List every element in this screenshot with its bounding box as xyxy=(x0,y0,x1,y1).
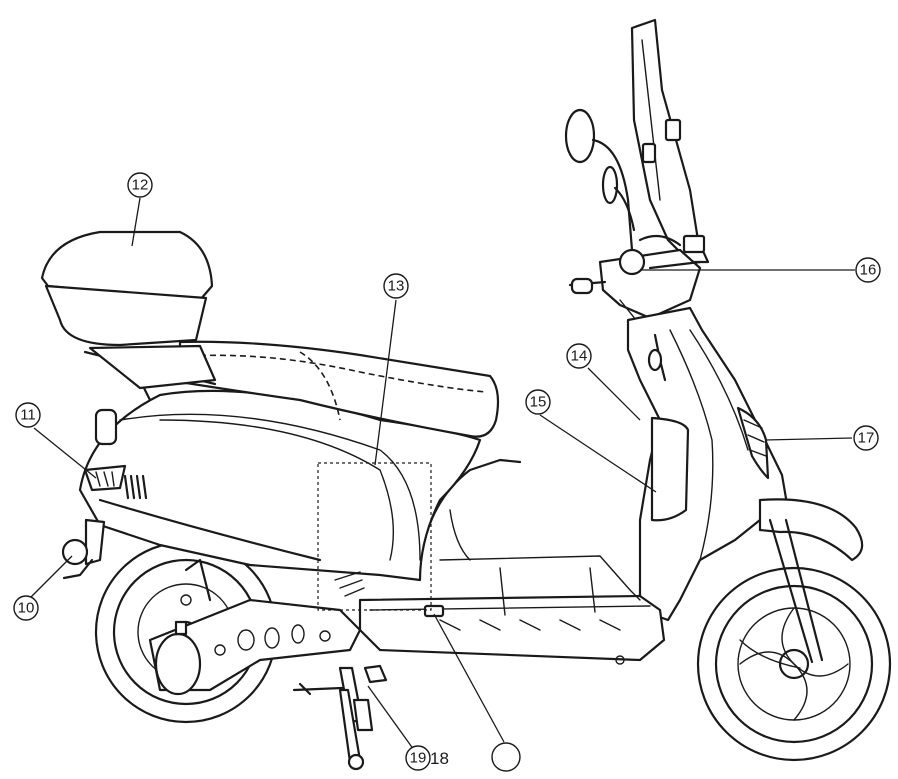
callout-12: 12 xyxy=(127,172,153,198)
front-body xyxy=(626,306,790,622)
leader-lines xyxy=(29,197,855,751)
floorboard xyxy=(358,594,666,665)
callout-15: 15 xyxy=(525,389,551,415)
callout-18-label: 18 xyxy=(430,749,449,768)
callout-13-label: 13 xyxy=(388,278,405,295)
stands xyxy=(292,664,388,771)
callout-14: 14 xyxy=(566,343,592,369)
callout-14-label: 14 xyxy=(571,348,588,365)
callout-12-label: 12 xyxy=(132,177,149,194)
callout-10: 10 xyxy=(13,595,39,621)
mirrors xyxy=(564,108,636,252)
callout-blank xyxy=(491,742,521,772)
callout-16-label: 16 xyxy=(860,262,877,279)
callout-10-label: 10 xyxy=(18,600,35,617)
hidden-area-box xyxy=(317,462,432,611)
callout-16: 16 xyxy=(855,257,881,283)
callout-13: 13 xyxy=(383,273,409,299)
callout-19-label: 19 xyxy=(410,750,427,767)
callout-11: 11 xyxy=(15,402,41,428)
top-case xyxy=(40,230,217,402)
rear-indicator xyxy=(61,518,106,580)
callout-11-label: 11 xyxy=(20,407,36,424)
windscreen xyxy=(630,18,710,264)
callout-17: 17 xyxy=(853,425,879,451)
front-wheel xyxy=(696,498,892,762)
callout-17-label: 17 xyxy=(858,430,875,447)
seat xyxy=(178,340,500,438)
callout-15-label: 15 xyxy=(530,394,547,411)
rear-reflector xyxy=(94,408,118,446)
callout-19: 19 xyxy=(405,745,431,771)
rear-body xyxy=(78,389,482,597)
tail-light xyxy=(83,464,148,500)
swingarm xyxy=(148,558,362,696)
callout-18: 18 xyxy=(430,749,449,768)
